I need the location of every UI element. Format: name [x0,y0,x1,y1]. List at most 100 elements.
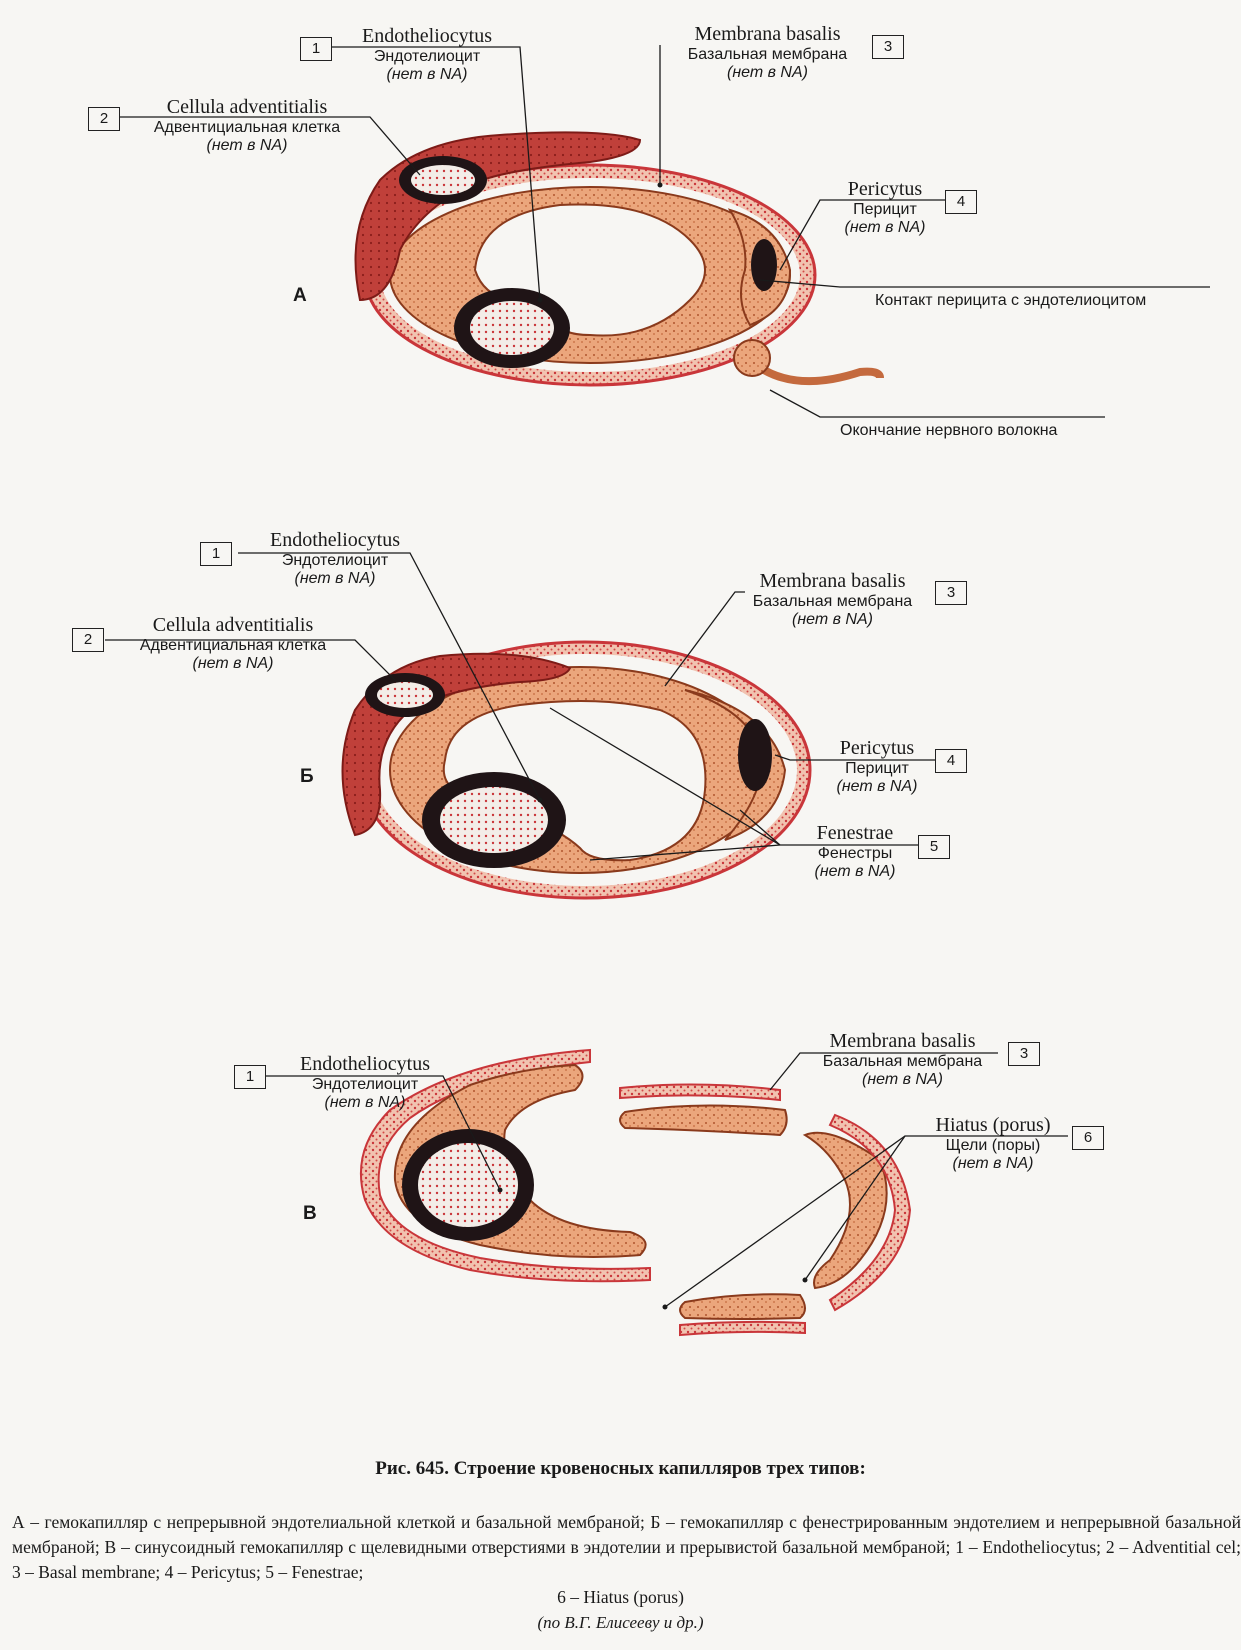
na-note: (нет в NA) [192,655,274,673]
pericyte-nucleus-b [738,719,772,791]
endothelium-c-bottom [679,1293,806,1320]
leader-b1 [238,552,541,801]
panel-c-letter: В [303,1203,317,1224]
na-note: (нет в NA) [836,778,918,796]
label-number-b5: 5 [918,835,950,859]
label-number-a3: 3 [872,35,904,59]
russian-term: Эндотелиоцит [311,1076,419,1093]
label-endotheliocytus-a: Endotheliocytus Эндотелиоцит (нет в NA) [332,25,522,85]
leader-contact [759,279,1210,288]
na-note: (нет в NA) [386,66,468,84]
latin-term: Endotheliocytus [270,529,400,551]
latin-term: Fenestrae [816,822,894,844]
label-pericytus-b: Pericytus Перицит (нет в NA) [822,737,932,797]
na-note: (нет в NA) [792,611,873,629]
nerve-ending-a [733,339,771,377]
latin-term: Membrana basalis [829,1030,976,1052]
leader-dot-c1 [497,1187,503,1193]
nucleus-c-inner [418,1143,518,1227]
membrane-c-top [619,1083,781,1102]
membrane-c-left [359,1048,651,1283]
leader-dot-a1 [537,297,543,303]
russian-term: Адвентициальная клетка [139,637,327,654]
label-hiatus-c: Hiatus (porus) Щели (поры) (нет в NA) [918,1114,1068,1174]
leader-b4 [774,754,952,761]
adventitial-nucleus-a-inner [411,165,475,195]
label-nerve-ending-a: Окончание нервного волокна [840,422,1058,439]
panel-a-letter: А [293,285,307,306]
latin-term: Cellula adventitialis [166,96,328,118]
leader-c1 [250,1075,501,1191]
na-note: (нет в NA) [952,1155,1034,1173]
leader-a1 [332,46,541,301]
label-number-c3: 3 [1008,1042,1040,1066]
label-membrana-a: Membrana basalis Базальная мембрана (нет… [665,23,870,83]
membrane-c-right [828,1113,912,1312]
nerve-fiber-a [747,356,884,386]
russian-term: Адвентициальная клетка [153,119,341,136]
latin-term: Endotheliocytus [362,25,492,47]
label-membrana-b: Membrana basalis Базальная мембрана (нет… [730,570,935,630]
label-number-c1: 1 [234,1065,266,1089]
latin-term: Membrana basalis [694,23,841,45]
latin-term: Cellula adventitialis [152,614,314,636]
latin-term: Membrana basalis [759,570,906,592]
panel-b-letter: Б [300,766,314,787]
label-number-b2: 2 [72,628,104,652]
latin-term: Pericytus [847,178,923,200]
label-endotheliocytus-b: Endotheliocytus Эндотелиоцит (нет в NA) [240,529,430,589]
label-endotheliocytus-c: Endotheliocytus Эндотелиоцит (нет в NA) [270,1053,460,1113]
figure-caption-source: (по В.Г. Елисееву и др.) [537,1613,704,1632]
label-number-c6: 6 [1072,1126,1104,1150]
russian-term: Щели (поры) [945,1137,1041,1154]
leader-b5b [589,844,781,861]
panel-b-art [341,640,812,900]
russian-term: Базальная мембрана [687,46,848,63]
leader-nerve [769,389,1105,418]
na-note: (нет в NA) [324,1094,406,1112]
russian-term: Базальная мембрана [822,1053,983,1070]
leader-dot-c6a [662,1304,668,1310]
membrane-c-bottom [679,1320,806,1337]
label-number-b1: 1 [200,542,232,566]
leader-a2 [120,116,421,176]
na-note: (нет в NA) [844,219,926,237]
pericyte-nucleus-a [751,239,777,291]
label-fenestrae-b: Fenestrae Фенестры (нет в NA) [800,822,910,882]
russian-term: Эндотелиоцит [281,552,389,569]
leader-dots [497,182,808,1310]
leader-a4 [779,199,945,271]
na-note: (нет в NA) [727,64,808,82]
leader-c3 [769,1052,998,1091]
latin-term: Endotheliocytus [300,1053,430,1075]
nucleus-a-inner [470,301,554,355]
adventitial-nucleus-b-inner [377,682,433,708]
leader-b5c [739,809,781,846]
na-note: (нет в NA) [206,137,288,155]
figure-caption-body: А – гемокапилляр с непрерывной эндотелиа… [12,1512,1241,1582]
leader-dot-b1 [537,797,543,803]
na-note: (нет в NA) [294,570,376,588]
label-contact-a: Контакт перицита с эндотелиоцитом [875,292,1147,309]
latin-term: Pericytus [839,737,915,759]
label-number-a2: 2 [88,107,120,131]
leader-b3 [664,591,745,687]
latin-term: Hiatus (porus) [935,1114,1051,1136]
label-number-b4: 4 [935,749,967,773]
label-adventitial-a: Cellula adventitialis Адвентициальная кл… [122,96,372,156]
na-note: (нет в NA) [862,1071,943,1089]
leader-lines [105,45,1210,1308]
label-number-a1: 1 [300,37,332,61]
label-membrana-c: Membrana basalis Базальная мембрана (нет… [800,1030,1005,1090]
leader-dot-c6b [802,1277,808,1283]
nucleus-b-inner [440,787,548,853]
endothelium-c-top [619,1104,788,1137]
figure-caption-title: Рис. 645. Строение кровеносных капилляро… [375,1458,866,1479]
label-number-a4: 4 [945,190,977,214]
label-pericytus-a: Pericytus Перицит (нет в NA) [830,178,940,238]
russian-term: Перицит [853,201,917,218]
russian-term: Эндотелиоцит [373,48,481,65]
leader-c6b [804,1135,906,1281]
na-note: (нет в NA) [814,863,896,881]
